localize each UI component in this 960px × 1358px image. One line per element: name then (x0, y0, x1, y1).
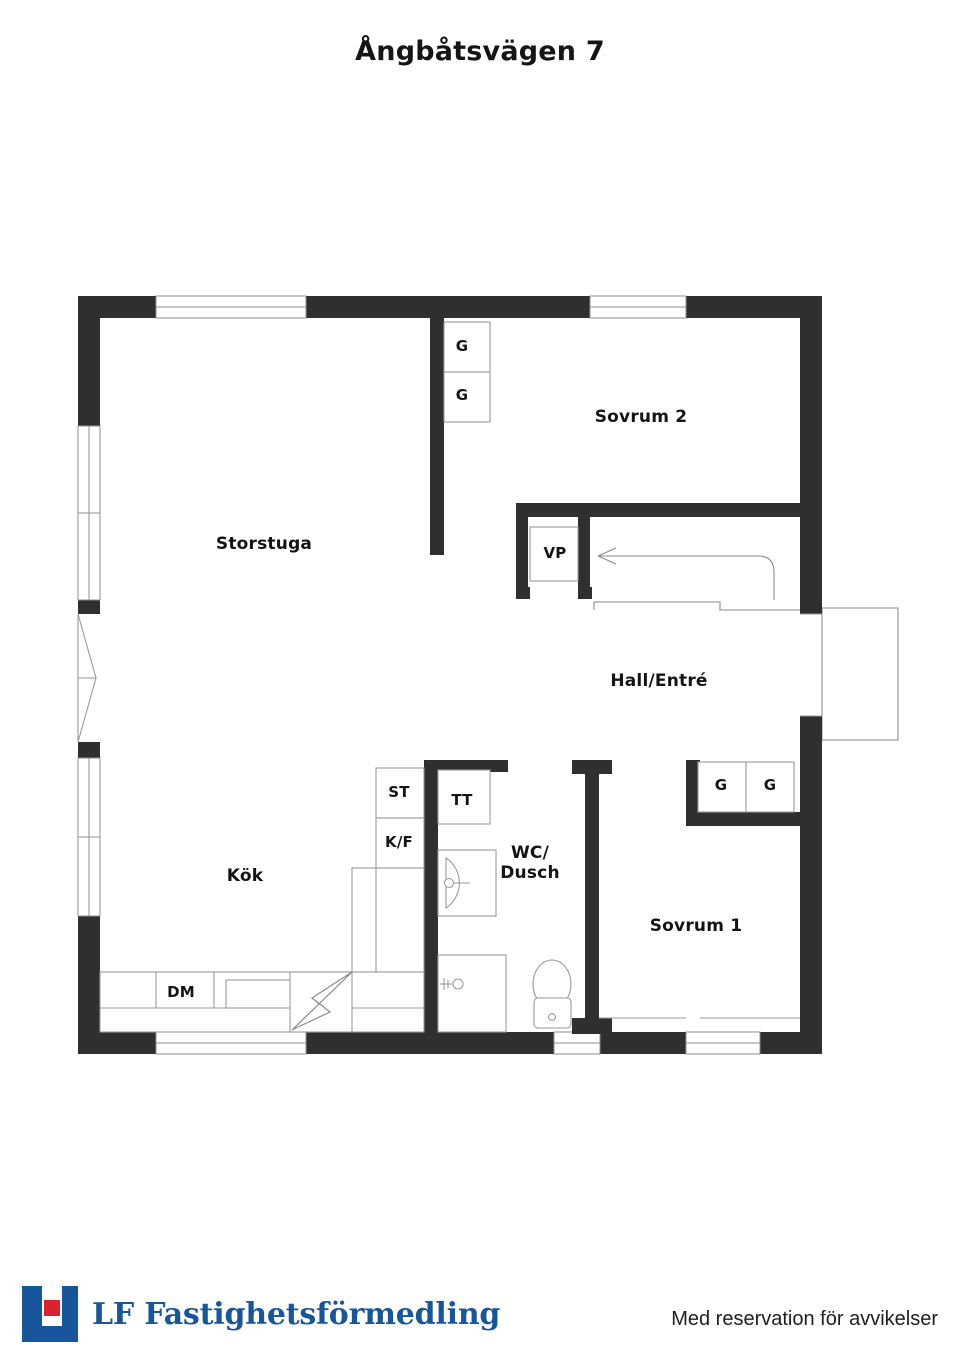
window-top-right (589, 295, 687, 319)
patio-double-door (77, 613, 97, 743)
kitchen-counter-vertical (351, 867, 425, 973)
window-top-left (155, 295, 307, 319)
lf-logo-icon (22, 1286, 78, 1342)
fixture-label-closet-sovrum2-a: G (455, 337, 469, 356)
fixture-label-closet-sovrum2-b: G (455, 386, 469, 405)
interior-walls (424, 318, 802, 1034)
closet-box-sovrum1-b (745, 761, 795, 813)
pantry-box (375, 767, 425, 819)
fridge-box (375, 817, 425, 869)
window-bottom-left (155, 1031, 307, 1055)
page-footer: LF Fastighetsförmedling Med reservation … (0, 1230, 960, 1358)
exterior-walls (78, 296, 822, 1054)
shower-area (437, 954, 507, 1033)
room-label-hall-entre: Hall/Entré (610, 670, 708, 691)
page-title: Ångbåtsvägen 7 (355, 36, 605, 67)
room-label-storstuga: Storstuga (215, 533, 313, 554)
fixture-label-pantry: ST (388, 783, 410, 802)
window-bottom-mid (553, 1031, 601, 1055)
door-openings (438, 823, 800, 1019)
room-label-sovrum-1: Sovrum 1 (649, 915, 743, 936)
toilet (532, 959, 572, 1029)
window-bottom-right (685, 1031, 761, 1055)
kitchen-sink (225, 979, 303, 1009)
fixture-label-heat-pump: VP (543, 544, 567, 563)
fixture-label-washer-dryer: TT (451, 791, 473, 810)
fixture-label-closet-sovrum1-b: G (763, 776, 777, 795)
room-label-kok: Kök (226, 865, 264, 886)
window-left-lower (77, 757, 101, 917)
stove-icon (291, 971, 353, 1031)
wc-label-line1: WC/ (510, 842, 550, 863)
closet-box-sovrum2-b (443, 371, 491, 423)
brand-name: LF Fastighetsförmedling (92, 1296, 501, 1332)
fixture-label-closet-sovrum1-a: G (714, 776, 728, 795)
fixture-label-fridge-freezer: K/F (385, 833, 413, 852)
disclaimer-text: Med reservation för avvikelser (671, 1308, 938, 1330)
room-label-sovrum-2: Sovrum 2 (594, 406, 688, 427)
wc-label-line2: Dusch (500, 863, 560, 883)
room-label-wc-dusch: WC/ Dusch (500, 843, 560, 883)
brand-logo: LF Fastighetsförmedling (22, 1286, 500, 1342)
fixtures-outline (99, 321, 795, 1033)
window-left-upper (77, 425, 101, 601)
heat-pump-box (529, 526, 579, 582)
entry-porch-outline (821, 607, 899, 741)
shower-mixer (440, 978, 464, 990)
hall-entry-arrow (593, 547, 800, 611)
floor-plan-drawing: Storstuga Sovrum 2 Hall/Entré Kök Sovrum… (77, 295, 899, 1055)
fixture-label-dishwasher: DM (167, 983, 195, 1002)
closet-box-sovrum1-a (697, 761, 747, 813)
entry-door-opening (800, 613, 822, 717)
